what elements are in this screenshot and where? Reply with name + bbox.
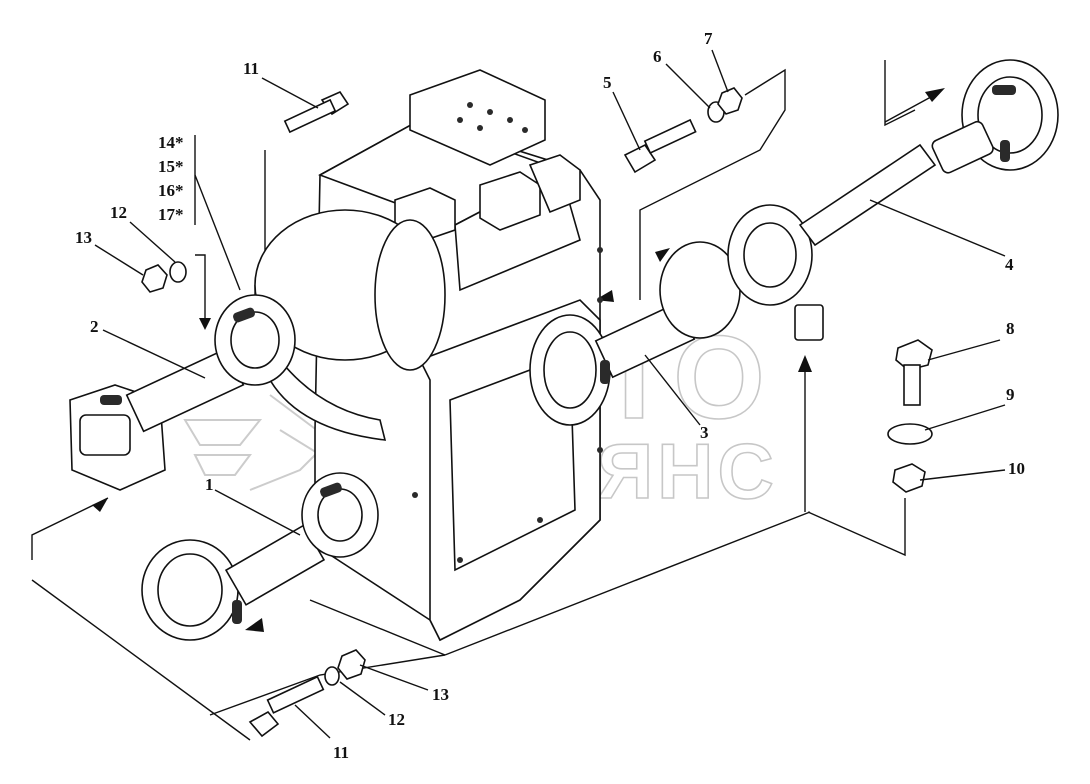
callout-labels: 11 5 6 7 14* 15* 16* 17* 12 13 2 1 3 4 8… [75, 29, 1025, 762]
driveshaft-4 [727, 59, 1059, 341]
arrow-head [655, 248, 670, 262]
callout-15: 15* [158, 157, 184, 176]
bolt-11-top [283, 90, 350, 134]
callout-13-bottom: 13 [432, 685, 449, 704]
leader-lines [94, 49, 1006, 739]
callout-12-left: 12 [110, 203, 127, 222]
nut-13-bottom [337, 649, 366, 680]
callout-14: 14* [158, 133, 184, 152]
callout-1: 1 [205, 475, 214, 494]
nut-10 [892, 463, 926, 493]
callout-10: 10 [1008, 459, 1025, 478]
callout-13-left: 13 [75, 228, 92, 247]
arrow-head [199, 318, 211, 330]
bolt-11-bottom [248, 675, 325, 738]
callout-6: 6 [653, 47, 662, 66]
washer-9 [887, 423, 933, 445]
callout-16: 16* [158, 181, 184, 200]
bolt-8 [895, 339, 933, 406]
transfer-case-housing [254, 69, 603, 642]
arrow-head [798, 355, 812, 372]
driveshaft-2 [69, 294, 296, 491]
nut-7 [717, 87, 743, 115]
washer-12-left [169, 261, 187, 283]
callout-17: 17* [158, 205, 184, 224]
nut-13-left [141, 264, 168, 293]
callout-8: 8 [1006, 319, 1015, 338]
arrow-head [92, 498, 108, 512]
callout-2: 2 [90, 317, 99, 336]
callout-7: 7 [704, 29, 713, 48]
callout-11-bottom: 11 [333, 743, 349, 762]
callout-5: 5 [603, 73, 612, 92]
washer-12-bottom [324, 666, 340, 686]
driveshaft-3 [529, 241, 741, 426]
arrow-head [245, 618, 264, 632]
callout-4: 4 [1005, 255, 1014, 274]
callout-12-bottom: 12 [388, 710, 405, 729]
assembly-boundary-lines [31, 60, 916, 741]
callout-3: 3 [700, 423, 709, 442]
hardware-set [141, 87, 933, 738]
callout-11-top: 11 [243, 59, 259, 78]
driveshaft-1 [141, 472, 379, 641]
callout-9: 9 [1006, 385, 1015, 404]
bolt-5 [623, 118, 697, 174]
